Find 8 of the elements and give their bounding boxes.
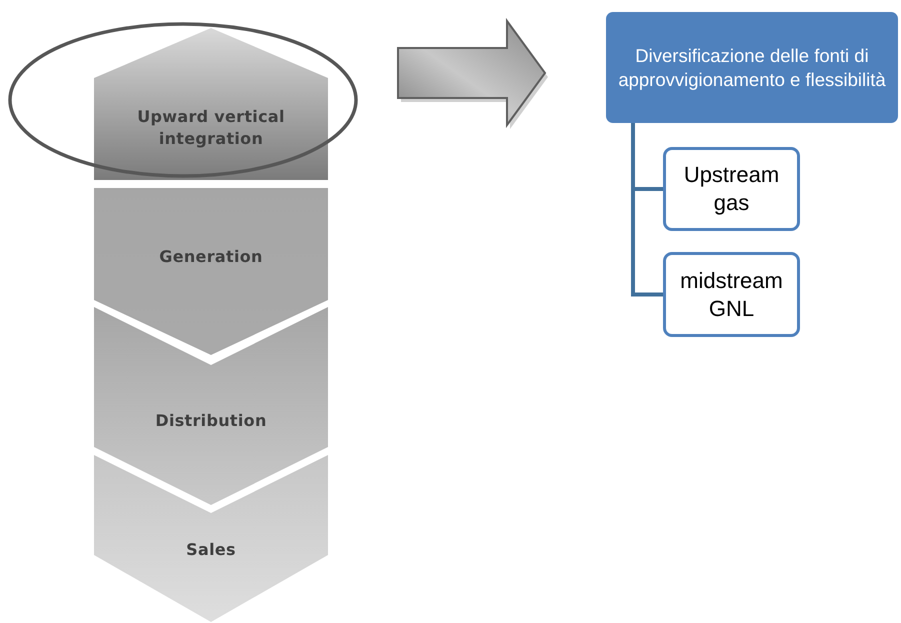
- heading-box: Diversificazione delle fonti di approvvigionamento e flessibilità: [606, 12, 898, 123]
- category-box: Upstream gas: [663, 147, 800, 231]
- chevron-step: Distribution: [94, 307, 328, 505]
- category-box: midstream GNL: [663, 252, 800, 337]
- chevron-step: Sales: [94, 455, 328, 622]
- block-arrow: [397, 18, 548, 129]
- pentagon-step: Upward vertical integration: [94, 28, 328, 180]
- chevron-step: Generation: [94, 188, 328, 355]
